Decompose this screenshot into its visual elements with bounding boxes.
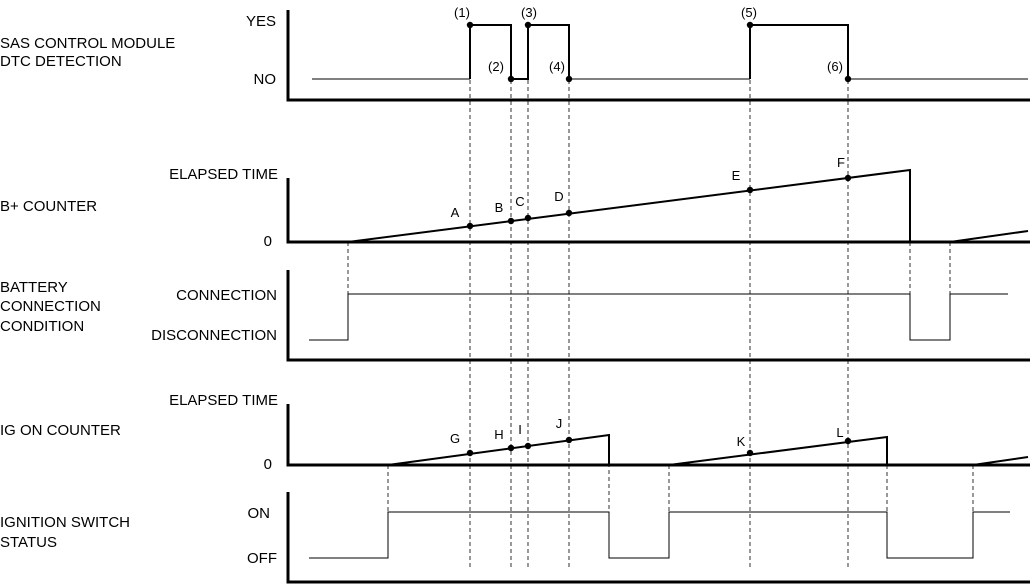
bplus-label: B+ COUNTER <box>0 198 97 215</box>
battery-waveform <box>309 293 1008 341</box>
bplus-label-c: C <box>515 194 524 209</box>
ignition-waveform <box>309 511 1010 559</box>
sas-bottom-label: NO <box>254 71 277 88</box>
event-label-2: (2) <box>488 59 504 74</box>
ig-ramp-1 <box>387 433 610 466</box>
event-label-4: (4) <box>549 59 565 74</box>
bplus-ramp-1 <box>347 168 911 243</box>
event-dot-1 <box>466 21 474 29</box>
bplus-dot-a <box>466 222 474 230</box>
ig-label-h: H <box>494 427 503 442</box>
battery-bottom-label: DISCONNECTION <box>151 327 277 344</box>
ig-top-label: ELAPSED TIME <box>169 392 278 409</box>
row-ig-on-counter: IG ON COUNTER ELAPSED TIME 0 G H I J K L <box>0 392 1030 473</box>
row-battery-connection: BATTERY CONNECTION CONDITION CONNECTION … <box>0 270 1030 362</box>
bplus-axis <box>286 178 1030 244</box>
sas-label-line-1: SAS CONTROL MODULE <box>0 35 175 52</box>
ig-dot-l <box>844 437 852 445</box>
row-bplus-counter: B+ COUNTER ELAPSED TIME 0 A B C D E F <box>0 155 1030 250</box>
ig-ramp-3 <box>972 456 1029 466</box>
ig-label-i: I <box>518 422 522 437</box>
bplus-dot-b <box>507 217 515 225</box>
ig-label-l: L <box>836 425 843 440</box>
sas-label-line-2: DTC DETECTION <box>0 53 122 70</box>
battery-top-label: CONNECTION <box>176 287 277 304</box>
event-dot-2 <box>507 75 515 83</box>
sas-top-label: YES <box>246 13 276 30</box>
event-label-3: (3) <box>521 5 537 20</box>
ig-label-j: J <box>556 416 563 431</box>
bplus-dot-d <box>565 209 573 217</box>
ignition-axis <box>286 492 1030 584</box>
bplus-dot-e <box>746 186 754 194</box>
event-dot-3 <box>524 21 532 29</box>
ignition-top-label: ON <box>248 505 271 522</box>
event-dot-6 <box>844 75 852 83</box>
battery-label-line-3: CONDITION <box>0 318 84 335</box>
bplus-label-f: F <box>837 155 845 170</box>
ig-dot-h <box>507 444 515 452</box>
ig-dot-k <box>746 449 754 457</box>
battery-label-line-1: BATTERY <box>0 279 68 296</box>
event-guides <box>469 80 849 570</box>
event-label-5: (5) <box>741 5 757 20</box>
battery-label-line-2: CONNECTION <box>0 298 101 315</box>
transition-guides <box>347 242 974 512</box>
row-ignition-switch: IGNITION SWITCH STATUS ON OFF <box>0 492 1030 584</box>
ig-dot-g <box>466 449 474 457</box>
bplus-bottom-label: 0 <box>264 233 272 250</box>
sas-axis <box>286 10 1030 102</box>
bplus-label-e: E <box>732 168 741 183</box>
sas-pulses-1 <box>469 24 570 80</box>
row-sas-dtc: SAS CONTROL MODULE DTC DETECTION YES NO … <box>0 5 1030 102</box>
ig-label-g: G <box>450 431 460 446</box>
ignition-label-line-1: IGNITION SWITCH <box>0 514 130 531</box>
event-dot-5 <box>746 21 754 29</box>
bplus-ramp-2 <box>949 230 1029 243</box>
ig-ramp-2 <box>668 435 888 466</box>
event-dot-4 <box>565 75 573 83</box>
bplus-label-a: A <box>451 205 460 220</box>
ig-label: IG ON COUNTER <box>0 422 121 439</box>
ig-axis <box>286 404 1030 467</box>
event-label-1: (1) <box>454 5 470 20</box>
ig-dot-i <box>524 442 532 450</box>
event-label-6: (6) <box>827 59 843 74</box>
bplus-dot-c <box>524 214 532 222</box>
bplus-label-d: D <box>554 189 563 204</box>
ig-dot-j <box>565 436 573 444</box>
bplus-label-b: B <box>495 200 504 215</box>
sas-pulse-2 <box>749 24 849 79</box>
ig-label-k: K <box>737 434 746 449</box>
battery-axis <box>286 270 1030 362</box>
ig-bottom-label: 0 <box>264 456 272 473</box>
bplus-top-label: ELAPSED TIME <box>169 166 278 183</box>
ignition-label-line-2: STATUS <box>0 534 57 551</box>
ignition-bottom-label: OFF <box>247 550 277 567</box>
bplus-dot-f <box>844 174 852 182</box>
